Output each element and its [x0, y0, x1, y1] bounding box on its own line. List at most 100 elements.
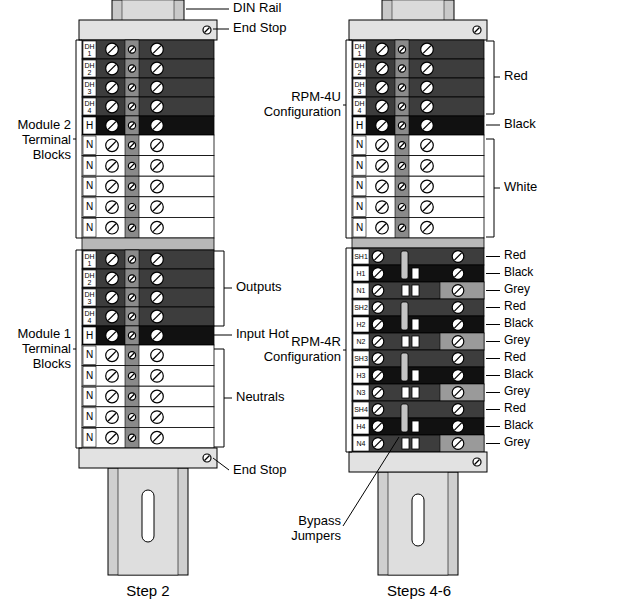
- screw-head: [106, 411, 119, 424]
- jumper-contact: [402, 387, 409, 398]
- jumper-contact: [412, 336, 419, 347]
- terminal-marker: H2: [353, 317, 369, 332]
- marker-tag: [353, 266, 369, 281]
- screw-slot: [153, 84, 161, 92]
- screw-head: [376, 81, 389, 94]
- screw-slot: [108, 183, 116, 191]
- screw-head: [452, 387, 464, 399]
- screw-head: [372, 302, 384, 314]
- marker-tag: [353, 41, 366, 58]
- screw-head: [151, 221, 164, 234]
- screw-head: [106, 310, 119, 323]
- terminal-marker: N: [353, 157, 366, 176]
- marker-tag: [83, 157, 96, 176]
- screw-slot: [130, 394, 134, 398]
- screw-slot: [153, 434, 161, 442]
- terminal-block: [352, 367, 484, 384]
- center-bar: [395, 59, 409, 78]
- leader-line: [214, 251, 232, 326]
- screw-head: [372, 319, 384, 331]
- leader-line: [486, 341, 500, 342]
- terminal-marker: DH 4: [353, 98, 366, 115]
- marker-tag: [83, 428, 96, 447]
- screw-head: [421, 180, 434, 193]
- screw-head: [473, 458, 481, 466]
- screw-slot: [378, 203, 386, 211]
- terminal-marker: N: [83, 157, 96, 176]
- bypass-jumper: [401, 251, 408, 279]
- marker-tag: [83, 79, 96, 96]
- terminal-block: [82, 345, 214, 366]
- wire-color: Grey: [504, 436, 530, 450]
- terminal-block: [352, 401, 484, 418]
- screw-head: [128, 434, 135, 441]
- terminal-block: [82, 135, 214, 156]
- wire-color: Grey: [504, 283, 530, 297]
- screw-head: [452, 319, 464, 331]
- center-bar: [125, 427, 139, 448]
- center-bar: [125, 269, 139, 288]
- marker-tag: [83, 251, 96, 268]
- marker-tag: [353, 402, 369, 417]
- screw-head: [452, 370, 464, 382]
- jumper-contact: [402, 336, 409, 347]
- screw-head: [398, 162, 405, 169]
- screw-slot: [400, 66, 404, 70]
- screw-head: [106, 253, 119, 266]
- screw-slot: [454, 270, 461, 277]
- screw-head: [151, 139, 164, 152]
- center-bar: [125, 176, 139, 197]
- terminal-marker: N: [353, 136, 366, 155]
- terminal-marker: N: [83, 218, 96, 237]
- screw-head: [106, 221, 119, 234]
- marker-tag: [83, 41, 96, 58]
- screw-head: [421, 100, 434, 113]
- screw-head: [106, 390, 119, 403]
- screw-head: [128, 65, 135, 72]
- screw-slot: [374, 406, 381, 413]
- terminal-marker: N: [353, 177, 366, 196]
- terminal-block: [82, 197, 214, 218]
- end-stop: [349, 452, 487, 472]
- center-bar: [395, 176, 409, 197]
- screw-slot: [108, 256, 116, 264]
- rail-slot: [142, 490, 154, 542]
- terminal-block: [352, 59, 484, 78]
- screw-head: [421, 139, 434, 152]
- screw-slot: [153, 183, 161, 191]
- screw-head: [421, 119, 434, 132]
- step-caption: Steps 4-6: [359, 582, 479, 599]
- screw-slot: [130, 47, 134, 51]
- marker-tag: [353, 136, 366, 155]
- screw-head: [151, 390, 164, 403]
- center-bar: [395, 97, 409, 116]
- screw-slot: [130, 205, 134, 209]
- terminal-marker: H: [83, 327, 96, 344]
- terminal-block: [352, 176, 484, 197]
- screw-head: [106, 329, 119, 342]
- center-bar: [395, 78, 409, 97]
- screw-head: [372, 370, 384, 382]
- screw-slot: [108, 372, 116, 380]
- screw-slot: [378, 224, 386, 232]
- screw-head: [376, 221, 389, 234]
- terminal-marker: SH3: [353, 351, 369, 366]
- screw-head: [151, 253, 164, 266]
- screw-slot: [378, 141, 386, 149]
- leader-line: [186, 9, 229, 10]
- screw-slot: [153, 203, 161, 211]
- leader-line: [73, 40, 82, 238]
- center-bar: [125, 366, 139, 387]
- screw-head: [151, 370, 164, 383]
- screw-slot: [454, 253, 461, 260]
- screw-slot: [130, 257, 134, 261]
- screw-slot: [130, 164, 134, 168]
- terminal-marker: H3: [353, 368, 369, 383]
- screw-slot: [423, 224, 431, 232]
- screw-slot: [423, 162, 431, 170]
- center-bar: [125, 197, 139, 218]
- leader-line: [343, 437, 399, 526]
- terminal-block: [352, 116, 484, 135]
- din-rail: [388, 472, 448, 575]
- screw-head: [106, 431, 119, 444]
